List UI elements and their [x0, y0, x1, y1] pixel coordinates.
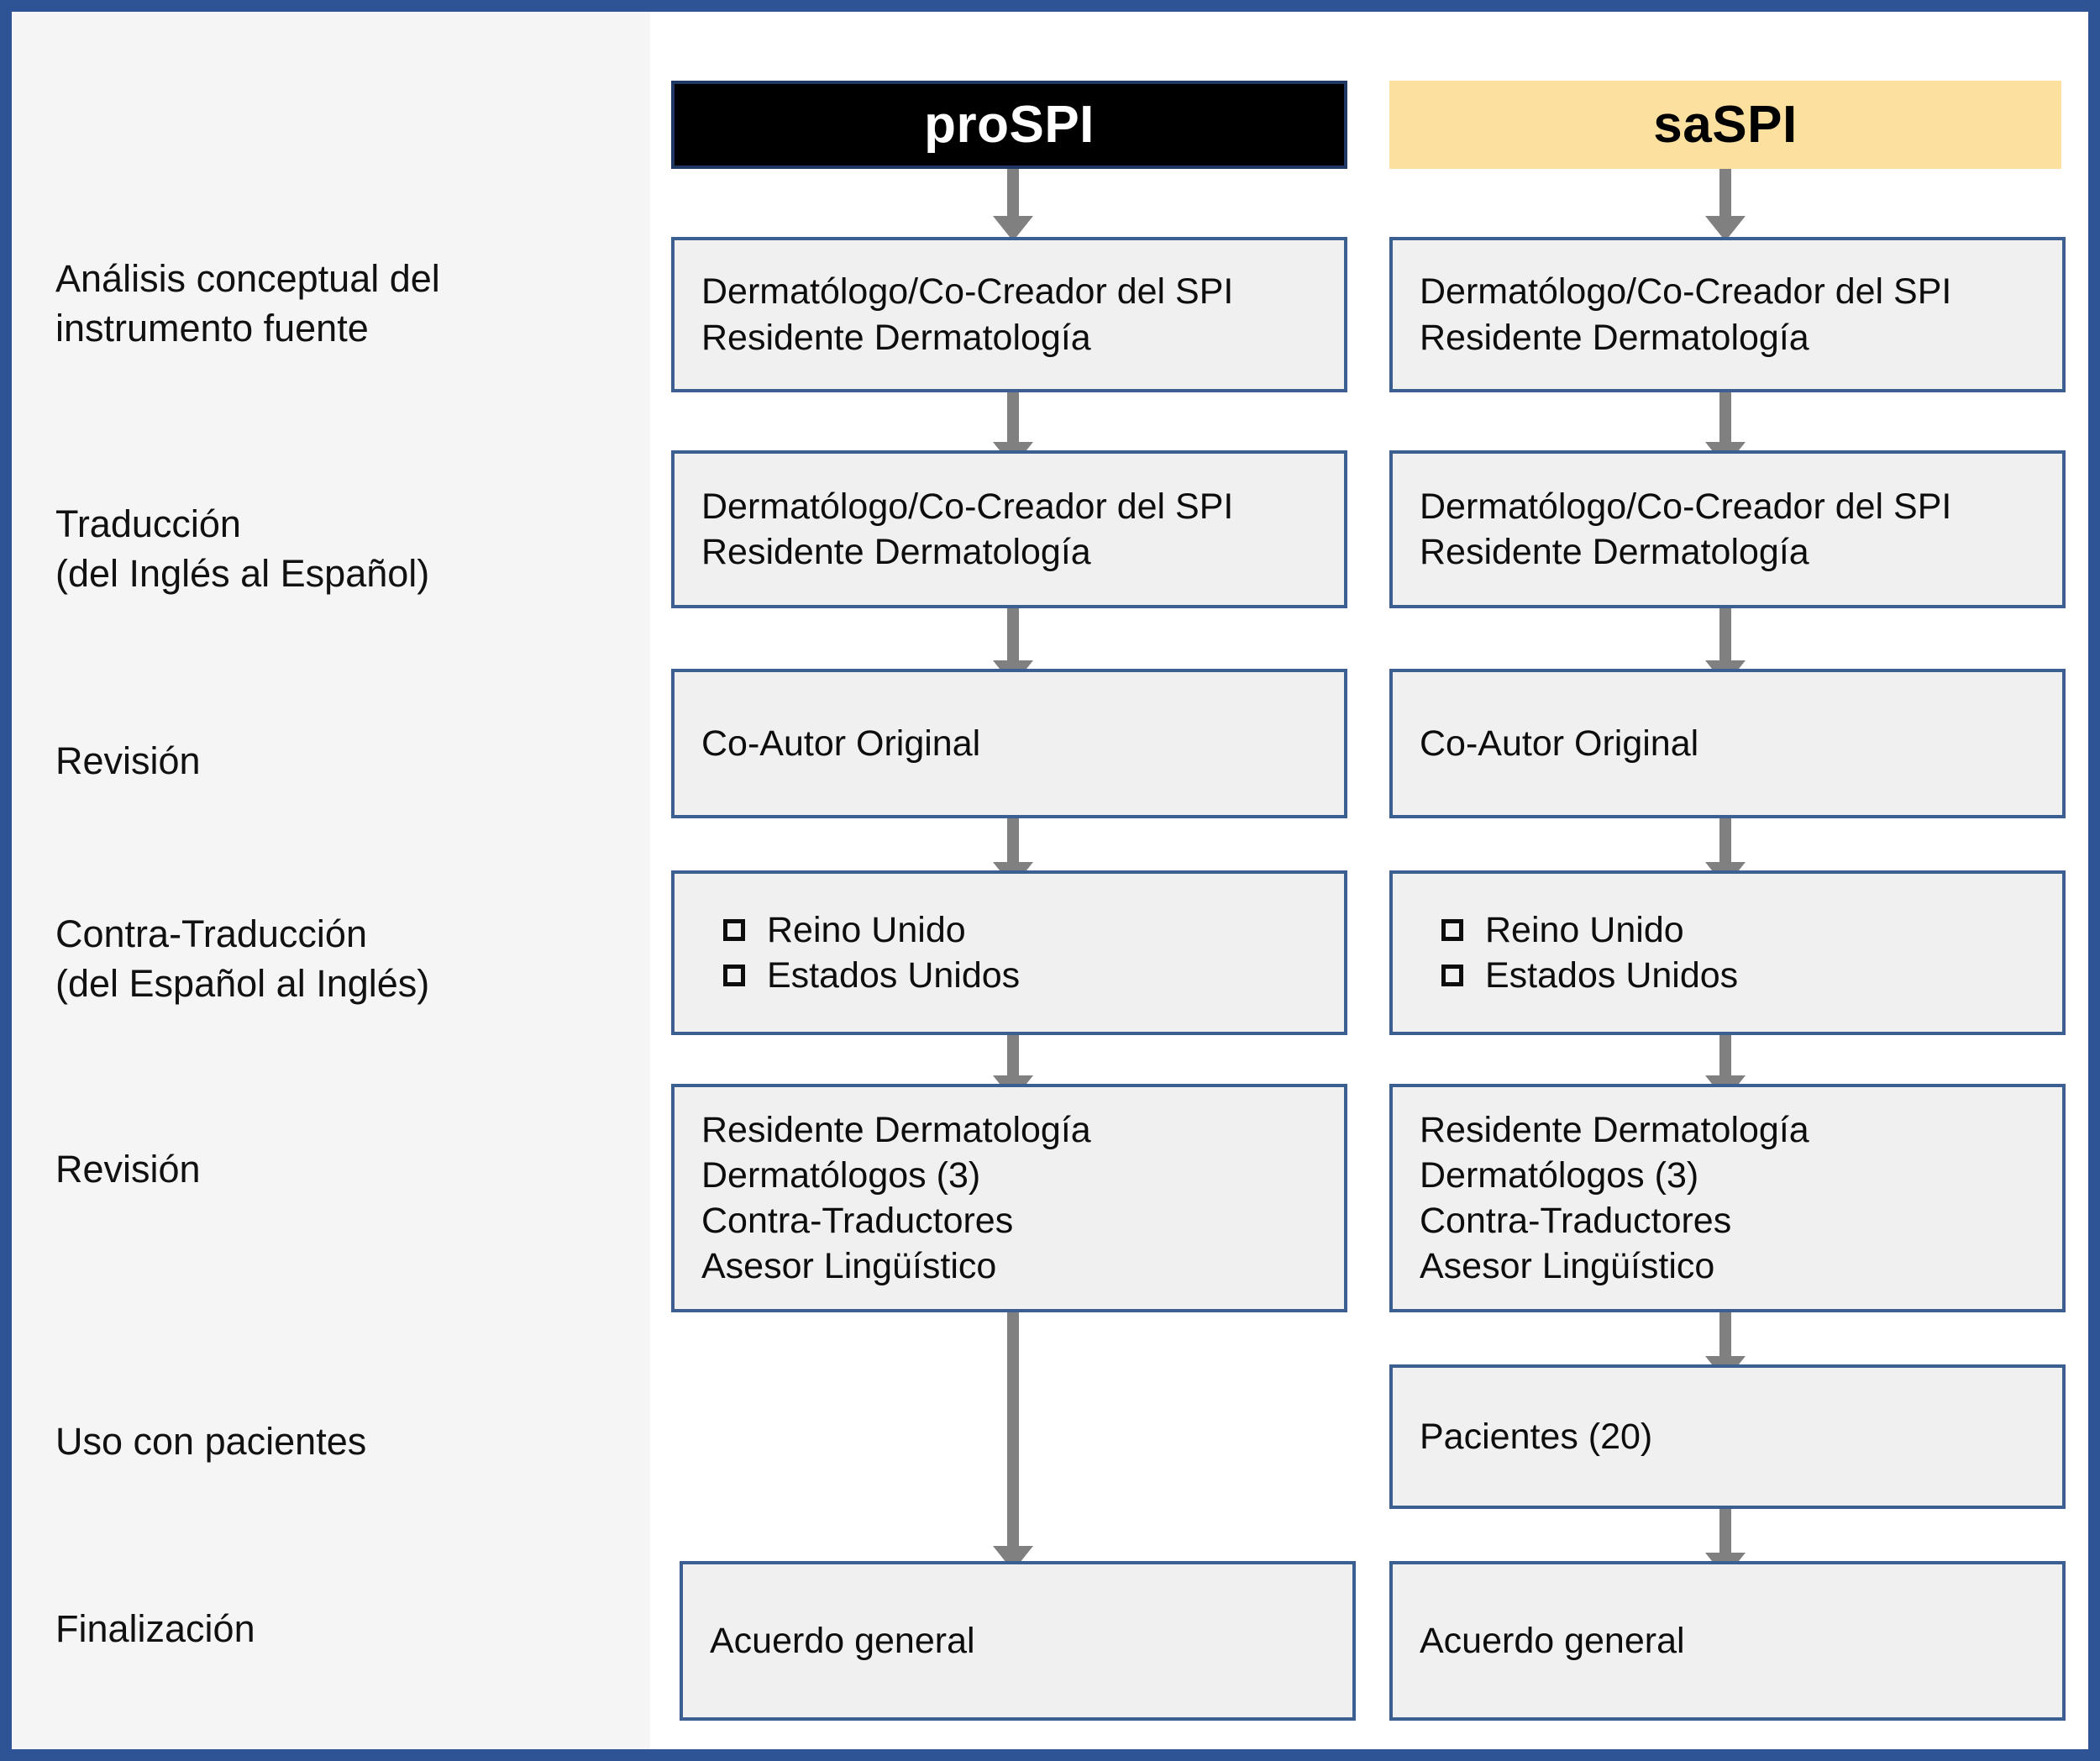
- node-line: Acuerdo general: [1420, 1620, 1685, 1661]
- stage-label-panel: [12, 12, 650, 1749]
- node-line: Residente Dermatología: [1420, 532, 1809, 572]
- checkbox-label: Reino Unido: [1485, 909, 1684, 950]
- node-line: Residente Dermatología: [701, 1109, 1091, 1150]
- node-sa-patient-use[interactable]: Pacientes (20): [1389, 1364, 2066, 1509]
- checkbox-icon[interactable]: [1441, 918, 1463, 941]
- node-pro-review-2[interactable]: Residente Dermatología Dermatólogos (3) …: [671, 1084, 1347, 1312]
- column-header-saspi-label: saSPI: [1653, 96, 1798, 154]
- node-pro-finalization[interactable]: Acuerdo general: [680, 1561, 1356, 1721]
- node-line: Acuerdo general: [710, 1620, 975, 1661]
- stage-label-review-2: Revisión: [55, 1148, 201, 1191]
- node-sa-back-translation[interactable]: Reino Unido Estados Unidos: [1389, 870, 2066, 1035]
- node-sa-review-2[interactable]: Residente Dermatología Dermatólogos (3) …: [1389, 1084, 2066, 1312]
- node-line: Asesor Lingüístico: [1420, 1246, 1715, 1287]
- node-line: Co-Autor Original: [701, 723, 981, 764]
- node-sa-translation[interactable]: Dermatólogo/Co-Creador del SPI Residente…: [1389, 450, 2066, 608]
- node-sa-finalization[interactable]: Acuerdo general: [1389, 1561, 2066, 1721]
- node-line: Co-Autor Original: [1420, 723, 1699, 764]
- checkbox-label: Estados Unidos: [767, 955, 1021, 996]
- stage-label-translation: Traducción (del Inglés al Español): [55, 502, 430, 596]
- node-line: Pacientes (20): [1420, 1416, 1653, 1457]
- node-line: Contra-Traductores: [1420, 1201, 1732, 1241]
- node-line: Residente Dermatología: [701, 317, 1091, 358]
- checkbox-option-estados-unidos[interactable]: Estados Unidos: [1420, 953, 2035, 998]
- checkbox-option-reino-unido[interactable]: Reino Unido: [701, 907, 1317, 953]
- checkbox-label: Estados Unidos: [1485, 955, 1739, 996]
- node-line: Residente Dermatología: [701, 532, 1091, 572]
- column-header-saspi: saSPI: [1389, 81, 2061, 169]
- stage-label-patient-use: Uso con pacientes: [55, 1420, 367, 1463]
- node-line: Dermatólogos (3): [1420, 1154, 1699, 1196]
- node-pro-conceptual-analysis[interactable]: Dermatólogo/Co-Creador del SPI Residente…: [671, 237, 1347, 392]
- node-line: Dermatólogo/Co-Creador del SPI: [701, 486, 1234, 527]
- node-pro-back-translation[interactable]: Reino Unido Estados Unidos: [671, 870, 1347, 1035]
- stage-label-conceptual-analysis: Análisis conceptual del instrumento fuen…: [55, 257, 440, 350]
- node-line: Residente Dermatología: [1420, 317, 1809, 358]
- checkbox-icon[interactable]: [723, 918, 745, 941]
- stage-label-finalization: Finalización: [55, 1607, 255, 1650]
- checkbox-icon[interactable]: [1441, 965, 1463, 987]
- checkbox-option-reino-unido[interactable]: Reino Unido: [1420, 907, 2035, 953]
- node-pro-review-1[interactable]: Co-Autor Original: [671, 669, 1347, 818]
- checkbox-label: Reino Unido: [767, 909, 966, 950]
- node-pro-translation[interactable]: Dermatólogo/Co-Creador del SPI Residente…: [671, 450, 1347, 608]
- checkbox-icon[interactable]: [723, 965, 745, 987]
- node-line: Residente Dermatología: [1420, 1109, 1809, 1150]
- stage-label-back-translation: Contra-Traducción (del Español al Inglés…: [55, 912, 430, 1006]
- node-sa-conceptual-analysis[interactable]: Dermatólogo/Co-Creador del SPI Residente…: [1389, 237, 2066, 392]
- node-line: Dermatólogos (3): [701, 1154, 981, 1196]
- node-line: Dermatólogo/Co-Creador del SPI: [1420, 486, 1952, 527]
- node-line: Dermatólogo/Co-Creador del SPI: [1420, 271, 1952, 313]
- column-header-prospi-label: proSPI: [924, 96, 1095, 154]
- node-line: Asesor Lingüístico: [701, 1246, 997, 1287]
- checkbox-option-estados-unidos[interactable]: Estados Unidos: [701, 953, 1317, 998]
- node-line: Dermatólogo/Co-Creador del SPI: [701, 271, 1234, 313]
- stage-label-review-1: Revisión: [55, 739, 201, 782]
- node-line: Contra-Traductores: [701, 1201, 1014, 1241]
- node-sa-review-1[interactable]: Co-Autor Original: [1389, 669, 2066, 818]
- column-header-prospi: proSPI: [671, 81, 1347, 169]
